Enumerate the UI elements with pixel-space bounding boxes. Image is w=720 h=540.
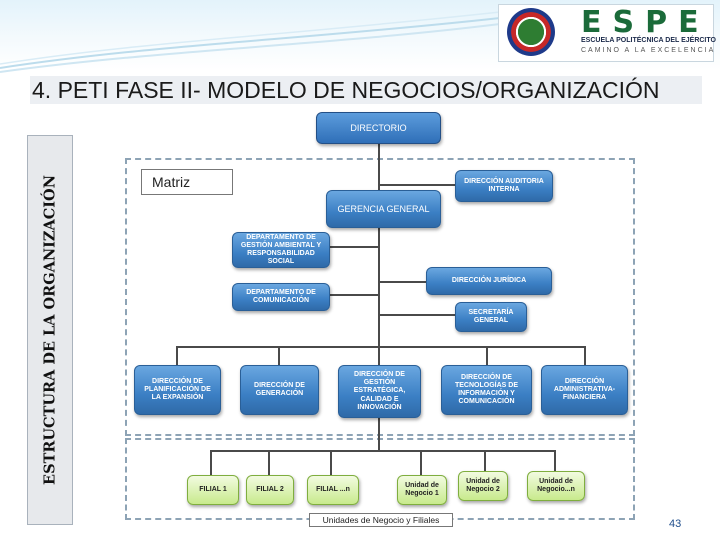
unidad-box: Unidad de Negocio 1 (397, 475, 447, 505)
connector (210, 450, 556, 452)
logo-tagline: CAMINO A LA EXCELENCIA (581, 47, 716, 54)
box-directorio: DIRECTORIO (316, 112, 441, 144)
page-number: 43 (669, 518, 682, 530)
box-gerencia: GERENCIA GENERAL (326, 190, 441, 228)
box-juridica: DIRECCIÓN JURÍDICA (426, 267, 552, 295)
connector (378, 140, 380, 346)
espe-logo: ESPE ESCUELA POLITÉCNICA DEL EJÉRCITO CA… (498, 4, 716, 62)
matriz-frame (125, 158, 635, 436)
connector (330, 450, 332, 476)
connector (378, 346, 380, 366)
filial-box: FILIAL 1 (187, 475, 239, 505)
box-direction: DIRECCIÓN DE PLANIFICACIÓN DE LA EXPANSI… (134, 365, 221, 415)
filial-box: FILIAL 2 (246, 475, 294, 505)
logo-subtitle: ESCUELA POLITÉCNICA DEL EJÉRCITO (581, 37, 716, 44)
header-wave-decoration (0, 11, 501, 73)
connector (378, 418, 380, 450)
connector (420, 450, 422, 476)
box-direction: DIRECCIÓN DE GENERACIÓN (240, 365, 319, 415)
box-depto-comunicacion: DEPARTAMENTO DE COMUNICACIÓN (232, 283, 330, 311)
filial-box: FILIAL ...n (307, 475, 359, 505)
espe-seal-icon (507, 8, 555, 56)
slide-title: 4. PETI FASE II- MODELO DE NEGOCIOS/ORGA… (30, 76, 702, 104)
connector (486, 346, 488, 366)
connector (176, 346, 178, 366)
connector (584, 346, 586, 366)
box-direction: DIRECCIÓN DE GESTIÓN ESTRATÉGICA, CALIDA… (338, 365, 421, 418)
connector (378, 281, 428, 283)
connector (378, 314, 456, 316)
matriz-label: Matriz (141, 169, 233, 195)
side-label-panel: ESTRUCTURA DE LA ORGANIZACIÓN (27, 135, 73, 525)
box-direction: DIRECCIÓN ADMINISTRATIVA-FINANCIERA (541, 365, 628, 415)
unidad-box: Unidad de Negocio 2 (458, 471, 508, 501)
box-direction: DIRECCIÓN DE TECNOLOGÍAS DE INFORMACIÓN … (441, 365, 532, 415)
connector (484, 450, 486, 472)
connector (320, 246, 380, 248)
side-label: ESTRUCTURA DE LA ORGANIZACIÓN (41, 175, 59, 485)
logo-name: ESPE (581, 5, 710, 40)
connector (176, 346, 586, 348)
connector (268, 450, 270, 476)
box-auditoria: DIRECCIÓN AUDITORIA INTERNA (455, 170, 553, 202)
connector (378, 184, 458, 186)
connector (320, 294, 380, 296)
box-secretaria: SECRETARÍA GENERAL (455, 302, 527, 332)
units-label: Unidades de Negocio y Filiales (309, 513, 453, 527)
connector (210, 450, 212, 476)
box-depto-ambiental: DEPARTAMENTO DE GESTIÓN AMBIENTAL Y RESP… (232, 232, 330, 268)
connector (554, 450, 556, 472)
unidad-box: Unidad de Negocio...n (527, 471, 585, 501)
connector (278, 346, 280, 366)
